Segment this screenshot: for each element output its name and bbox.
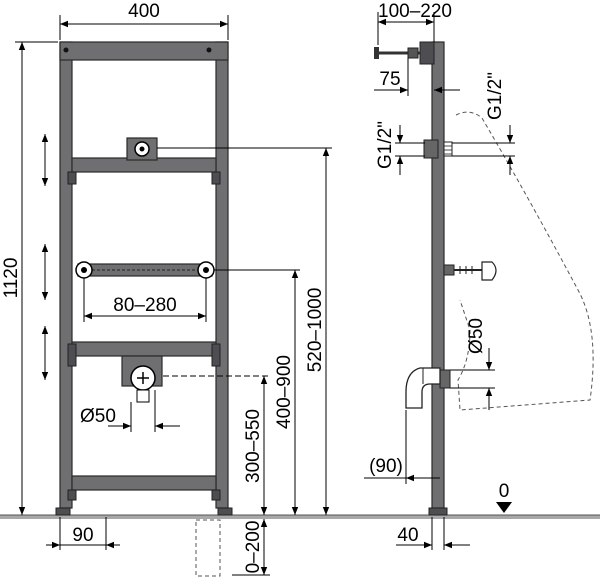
drain-elbow-side bbox=[405, 367, 451, 409]
dim-below-floor: 0–200 bbox=[232, 519, 270, 576]
dim-label-dia-50-left: Ø50 bbox=[80, 406, 116, 427]
dim-wall-40: 40 bbox=[396, 517, 470, 550]
dim-label-g12-left: G1/2" bbox=[375, 121, 396, 169]
dim-mount-depth: 100–220 bbox=[377, 1, 452, 45]
dim-drain-dia-front: Ø50 bbox=[80, 390, 180, 432]
dim-rail-spacing: 80–280 bbox=[83, 278, 207, 322]
water-inlet-bracket bbox=[126, 137, 158, 161]
dim-label-0-200: 0–200 bbox=[243, 521, 264, 574]
dim-height-520-1000: 520–1000 bbox=[157, 147, 332, 515]
dim-label-90: 90 bbox=[72, 525, 93, 546]
floor-line bbox=[0, 514, 600, 519]
front-view-frame bbox=[55, 41, 233, 577]
dim-label-80-280: 80–280 bbox=[113, 295, 176, 316]
dim-label-300-550: 300–550 bbox=[243, 409, 264, 483]
dim-frame-width: 400 bbox=[59, 1, 229, 40]
dim-label-400-900: 400–900 bbox=[274, 355, 295, 429]
dim-outlet-90: (90) bbox=[364, 410, 440, 484]
dim-label-g12-right: G1/2" bbox=[485, 72, 506, 120]
adjustable-mounting-rail bbox=[75, 261, 215, 279]
dim-label-100-220: 100–220 bbox=[378, 1, 452, 22]
urinal-outline bbox=[455, 111, 594, 411]
side-view-frame bbox=[419, 41, 448, 516]
dim-label-dia-50-right: Ø50 bbox=[466, 318, 487, 354]
wall-anchor-rod bbox=[374, 47, 420, 59]
dim-foot: 90 bbox=[46, 517, 120, 550]
dim-label-1120: 1120 bbox=[1, 258, 22, 299]
dim-height-300-550: 300–550 bbox=[163, 375, 270, 515]
floor-level-marker: 0 bbox=[496, 481, 512, 513]
dim-label-40: 40 bbox=[397, 525, 418, 546]
drain-outlet-front bbox=[121, 355, 163, 403]
dim-thread-right: G1/2" bbox=[452, 72, 515, 175]
water-inlet-side bbox=[423, 139, 453, 159]
urinal-fixing-bolt bbox=[443, 261, 497, 281]
dim-label-outlet-90: (90) bbox=[369, 456, 403, 477]
dim-label-520-1000: 520–1000 bbox=[305, 288, 326, 373]
dim-drain-dia-side: Ø50 bbox=[450, 318, 495, 410]
dim-label-75: 75 bbox=[379, 69, 400, 90]
dim-thread-left: G1/2" bbox=[375, 121, 425, 175]
dim-offset-75: 75 bbox=[374, 58, 460, 96]
dim-label-0: 0 bbox=[499, 481, 510, 502]
dim-label-400: 400 bbox=[128, 1, 160, 22]
dim-total-height: 1120 bbox=[1, 41, 58, 515]
dim-height-400-900: 400–900 bbox=[214, 269, 300, 515]
